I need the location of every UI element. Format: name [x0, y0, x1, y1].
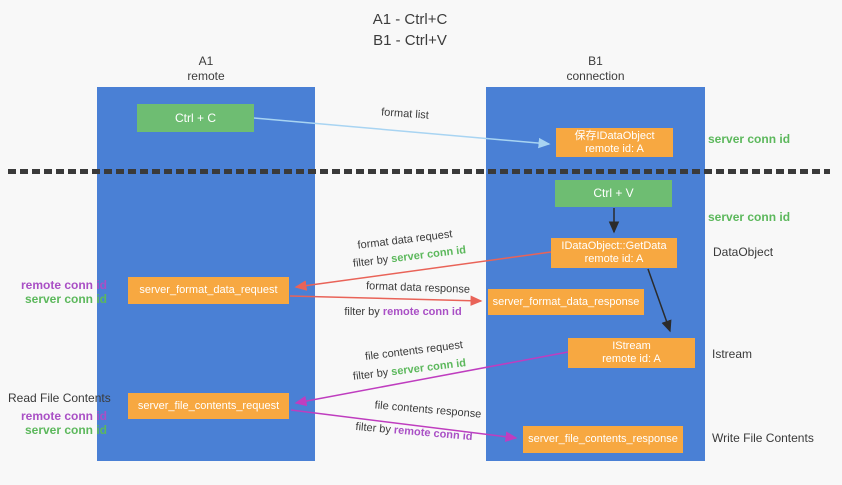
diagram-title: A1 - Ctrl+C B1 - Ctrl+V [0, 9, 820, 51]
filter-by-text: filter by [355, 420, 395, 437]
server-file-contents-request-node: server_file_contents_request [128, 393, 289, 419]
remote-conn-id-label: remote conn id [20, 409, 107, 423]
file-contents-response-arrow-label: file contents response [374, 399, 482, 421]
format-data-response-arrow [289, 295, 483, 306]
section-divider-dotted-line [8, 169, 830, 174]
mid-left-conn-id-annotation: remote conn id server conn id [10, 278, 107, 306]
istream-line2: remote id: A [602, 353, 661, 365]
getdata-line1: IDataObject::GetData [561, 240, 667, 252]
istream-annotation: Istream [712, 347, 753, 361]
bottom-left-conn-id-annotation: remote conn id server conn id [10, 409, 107, 437]
istream-line1: IStream [612, 340, 651, 352]
server-file-contents-response-node: server_file_contents_response [523, 426, 683, 453]
column-a1-subtitle: remote [187, 69, 225, 83]
format-data-response-filter-label: filter by remote conn id [342, 306, 464, 318]
column-b1-subtitle: connection [566, 69, 625, 83]
ctrl-c-node: Ctrl + C [137, 104, 254, 132]
server-conn-id-label: server conn id [24, 292, 107, 306]
remote-conn-id-highlight: remote conn id [393, 424, 473, 444]
server-conn-id-annotation-top: server conn id [708, 132, 791, 146]
ctrl-v-node: Ctrl + V [555, 180, 672, 207]
dataobject-annotation: DataObject [713, 245, 774, 259]
remote-conn-id-label: remote conn id [20, 278, 107, 292]
save-dataobject-line1: 保存IDataObject [574, 129, 655, 142]
server-file-contents-request-label: server_file_contents_request [137, 399, 280, 412]
title-line-1: A1 - Ctrl+C [372, 11, 448, 28]
server-format-data-response-label: server_format_data_response [492, 295, 640, 308]
ctrl-v-label: Ctrl + V [593, 186, 634, 200]
server-conn-id-label: server conn id [24, 423, 107, 437]
title-line-2: B1 - Ctrl+V [373, 32, 447, 49]
save-dataobject-line2: remote id: A [585, 142, 644, 155]
column-a1-title: A1 [198, 54, 214, 68]
remote-conn-id-highlight: remote conn id [382, 306, 462, 318]
read-file-contents-annotation: Read File Contents [8, 391, 111, 405]
server-format-data-request-node: server_format_data_request [128, 277, 289, 304]
column-b1-title: B1 [588, 54, 603, 68]
filter-by-text: filter by [344, 306, 383, 318]
filter-by-text: filter by [352, 253, 393, 270]
server-format-data-response-node: server_format_data_response [488, 289, 644, 315]
filter-by-text: filter by [352, 366, 393, 383]
server-format-data-request-label: server_format_data_request [139, 284, 278, 296]
ctrl-c-label: Ctrl + C [174, 110, 216, 125]
format-data-response-arrow-label: format data response [365, 280, 471, 296]
server-file-contents-response-label: server_file_contents_response [528, 433, 678, 445]
getdata-node: IDataObject::GetData remote id: A [551, 238, 677, 268]
save-dataobject-node: 保存IDataObject remote id: A [556, 128, 673, 157]
column-header-a1: A1 remote [97, 54, 315, 84]
write-file-contents-annotation: Write File Contents [712, 431, 814, 445]
server-conn-id-highlight: server conn id [390, 357, 467, 379]
file-contents-response-filter-label: filter by remote conn id [352, 421, 477, 444]
file-contents-request-filter-label: filter by server conn id [337, 355, 482, 385]
column-header-b1: B1 connection [486, 54, 705, 84]
istream-node: IStream remote id: A [568, 338, 695, 368]
getdata-line2: remote id: A [584, 253, 644, 265]
server-conn-id-annotation-mid: server conn id [708, 210, 791, 224]
server-conn-id-highlight: server conn id [390, 244, 467, 266]
format-list-arrow-label: format list [380, 106, 430, 122]
